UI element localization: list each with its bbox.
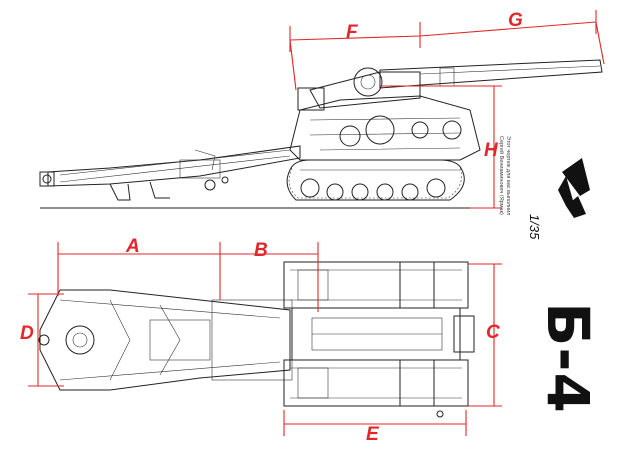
dimension-label-b: B [254,240,268,261]
dimension-label-f: F [346,22,359,43]
credit-line: Этот чертеж для вас выполнил [505,136,511,216]
dimension-label-d: D [20,323,34,344]
road-wheels [300,178,446,201]
dimension-label-c: C [486,322,500,343]
dimension-label-h: H [484,140,499,161]
author-credit: Этот чертеж для вас выполнил Сергей Вени… [497,136,511,236]
brand-logo-icon [558,158,590,218]
dimension-lines [28,10,605,436]
scale-label: 1/35 [527,214,542,240]
dimension-label-e: E [366,424,380,445]
model-name-title: Б-4 [534,302,602,414]
side-view-drawing [39,59,603,209]
credit-line: Сергей Вениаминович (Ярмак) [498,136,504,215]
top-view-drawing [38,261,475,418]
dimension-label-g: G [508,10,523,31]
dimension-label-a: A [125,236,140,257]
